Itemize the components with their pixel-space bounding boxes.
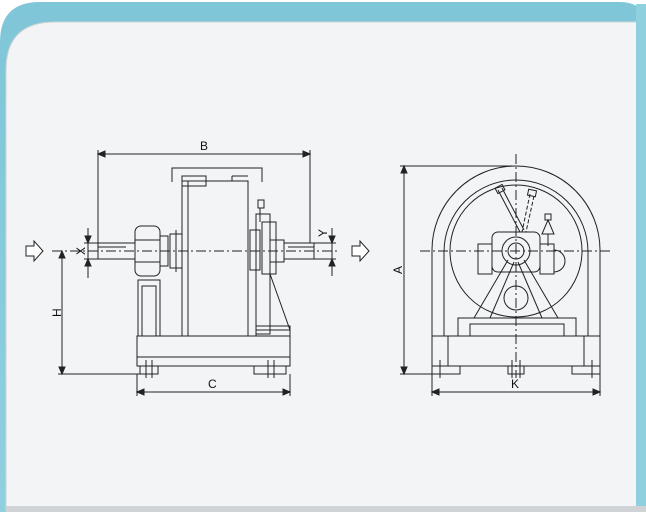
side-view: B X Y H C	[25, 139, 340, 396]
dim-label-h: H	[50, 308, 64, 317]
dim-label-b: B	[200, 139, 208, 153]
card-panel	[5, 21, 646, 512]
direction-arrow-icon	[351, 239, 370, 263]
dim-label-x: X	[74, 247, 88, 255]
front-view: A K	[351, 154, 612, 396]
dim-label-c: C	[208, 377, 217, 391]
dim-label-y: Y	[316, 229, 330, 237]
input-arrow-icon	[25, 239, 44, 263]
dim-label-k: K	[511, 377, 519, 391]
dim-label-a: A	[391, 266, 405, 274]
